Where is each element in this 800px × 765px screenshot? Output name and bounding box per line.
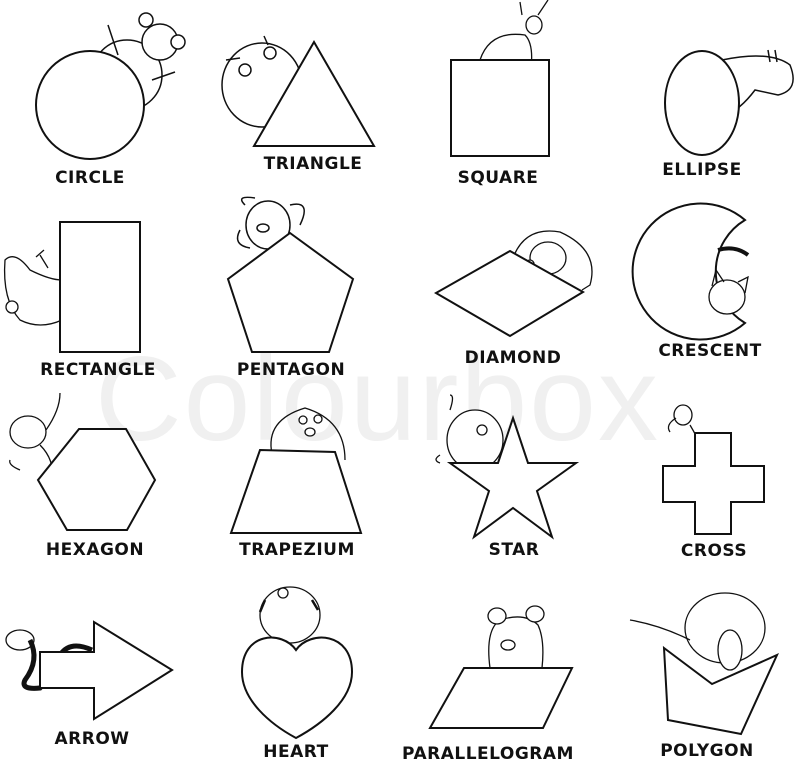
- rat-illustration: [487, 605, 545, 669]
- tiger-illustration: [258, 586, 321, 644]
- ellipse-shape: [664, 50, 740, 156]
- cat-illustration: [708, 246, 750, 315]
- label-ellipse: ELLIPSE: [662, 160, 742, 180]
- label-hexagon: HEXAGON: [45, 540, 145, 560]
- arrow-shape: [39, 620, 174, 721]
- bird-illustration: [435, 394, 504, 471]
- circle-shape: [35, 50, 145, 160]
- dog-illustration: [236, 196, 305, 250]
- diamond-shape: [433, 249, 585, 338]
- triangle-shape: [252, 39, 376, 147]
- label-square: SQUARE: [457, 168, 539, 188]
- label-trapezium: TRAPEZIUM: [239, 540, 355, 560]
- pentagon-shape: [226, 231, 355, 353]
- label-pentagon: PENTAGON: [236, 360, 346, 380]
- label-parallelogram: PARALLELOGRAM: [402, 744, 574, 764]
- label-star: STAR: [488, 540, 540, 560]
- label-cross: CROSS: [680, 541, 748, 561]
- crocodile-illustration: [3, 249, 63, 326]
- square-shape: [450, 59, 550, 157]
- label-arrow: ARROW: [54, 729, 130, 749]
- star-shape: [446, 414, 580, 540]
- parallelogram-shape: [428, 667, 574, 729]
- label-rectangle: RECTANGLE: [40, 360, 156, 380]
- label-heart: HEART: [263, 742, 329, 762]
- heart-shape: [240, 636, 354, 740]
- hexagon-shape: [36, 428, 157, 531]
- label-circle: CIRCLE: [55, 168, 125, 188]
- label-polygon: POLYGON: [660, 741, 754, 761]
- polygon-shape: [662, 645, 780, 736]
- label-crescent: CRESCENT: [658, 341, 762, 361]
- crescent-shape: [631, 202, 747, 341]
- beaver-illustration: [270, 407, 346, 461]
- label-diamond: DIAMOND: [464, 348, 562, 368]
- cross-shape: [662, 432, 765, 535]
- trapezium-shape: [229, 448, 363, 534]
- label-triangle: TRIANGLE: [263, 154, 363, 174]
- rectangle-shape: [59, 221, 141, 353]
- elephant-illustration: [629, 592, 766, 671]
